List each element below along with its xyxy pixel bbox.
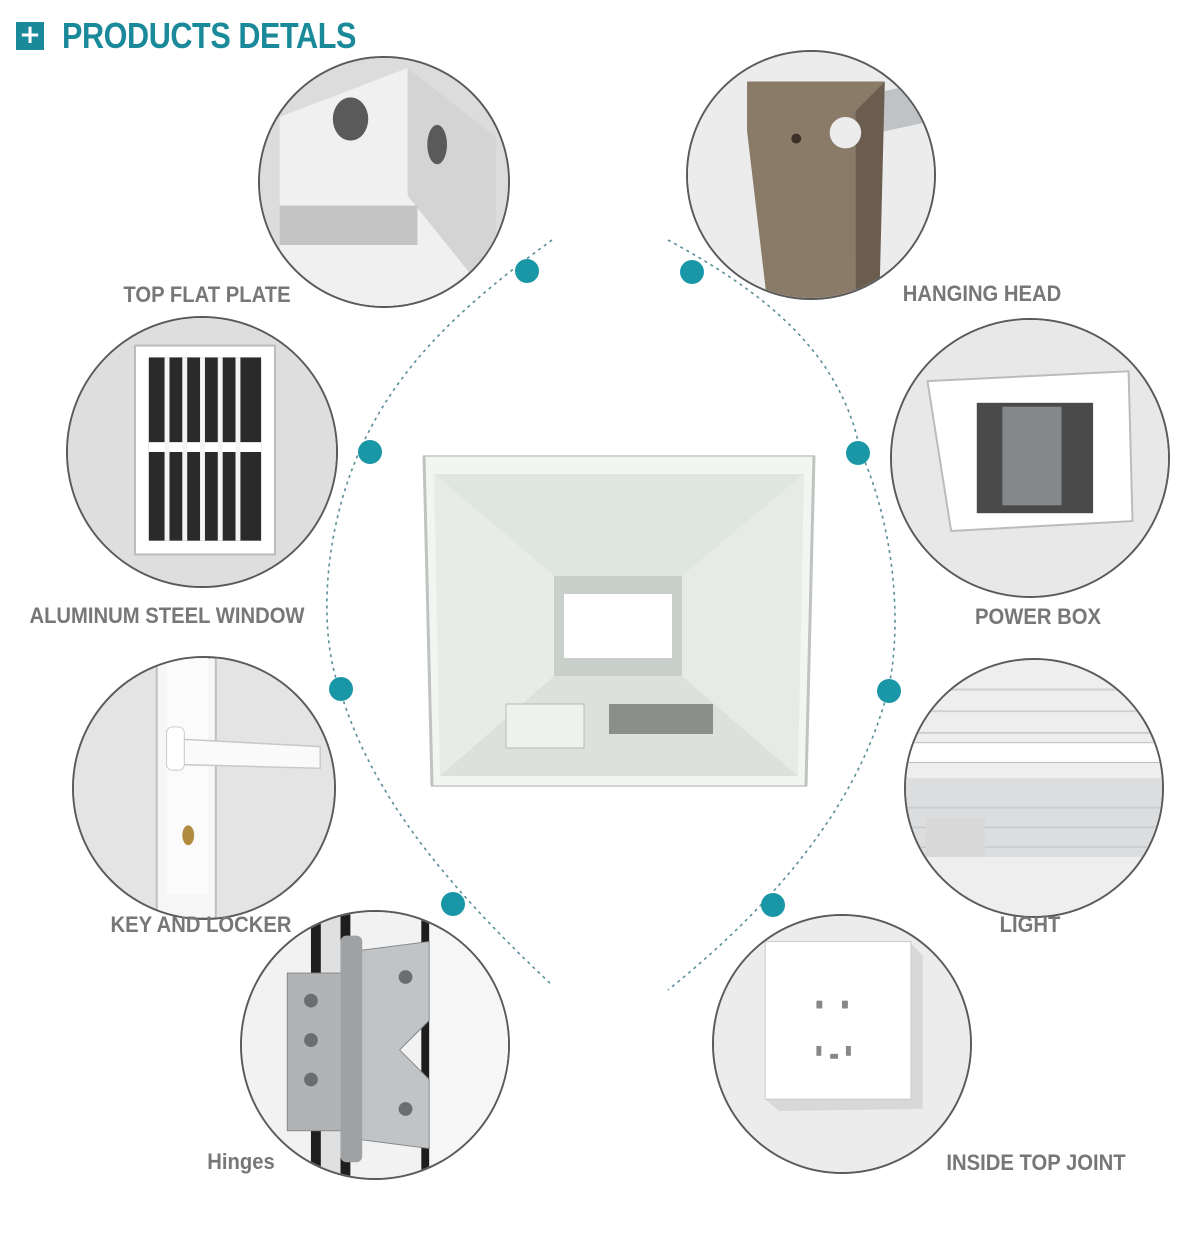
inside-top-joint-label: INSIDE TOP JOINT <box>946 1150 1126 1175</box>
dot-icon <box>761 893 785 917</box>
page-title: PRODUCTS DETALS <box>62 15 356 56</box>
dot-icon <box>877 679 901 703</box>
hinges-image <box>240 910 510 1180</box>
power-box-label: POWER BOX <box>975 604 1101 629</box>
hanging-head-label: HANGING HEAD <box>902 281 1062 306</box>
key-and-locker-label: KEY AND LOCKER <box>110 912 292 937</box>
dot-icon <box>358 440 382 464</box>
section-header: + PRODUCTS DETALS <box>16 14 408 58</box>
top-flat-plate-image <box>258 56 510 308</box>
plus-icon: + <box>16 22 44 50</box>
key-and-locker-image <box>72 656 336 920</box>
hanging-head-image <box>686 50 936 300</box>
power-box-image <box>890 318 1170 598</box>
dot-icon <box>680 260 704 284</box>
light-label: LIGHT <box>999 912 1061 937</box>
dot-icon <box>441 892 465 916</box>
container-interior-image <box>414 446 828 802</box>
aluminum-steel-window-label: ALUMINUM STEEL WINDOW <box>29 603 305 628</box>
dot-icon <box>329 677 353 701</box>
light-image <box>904 658 1164 918</box>
hinges-label: Hinges <box>207 1149 275 1174</box>
dot-icon <box>846 441 870 465</box>
aluminum-steel-window-image <box>66 316 338 588</box>
top-flat-plate-label: TOP FLAT PLATE <box>123 282 291 307</box>
dot-icon <box>515 259 539 283</box>
inside-top-joint-image <box>712 914 972 1174</box>
